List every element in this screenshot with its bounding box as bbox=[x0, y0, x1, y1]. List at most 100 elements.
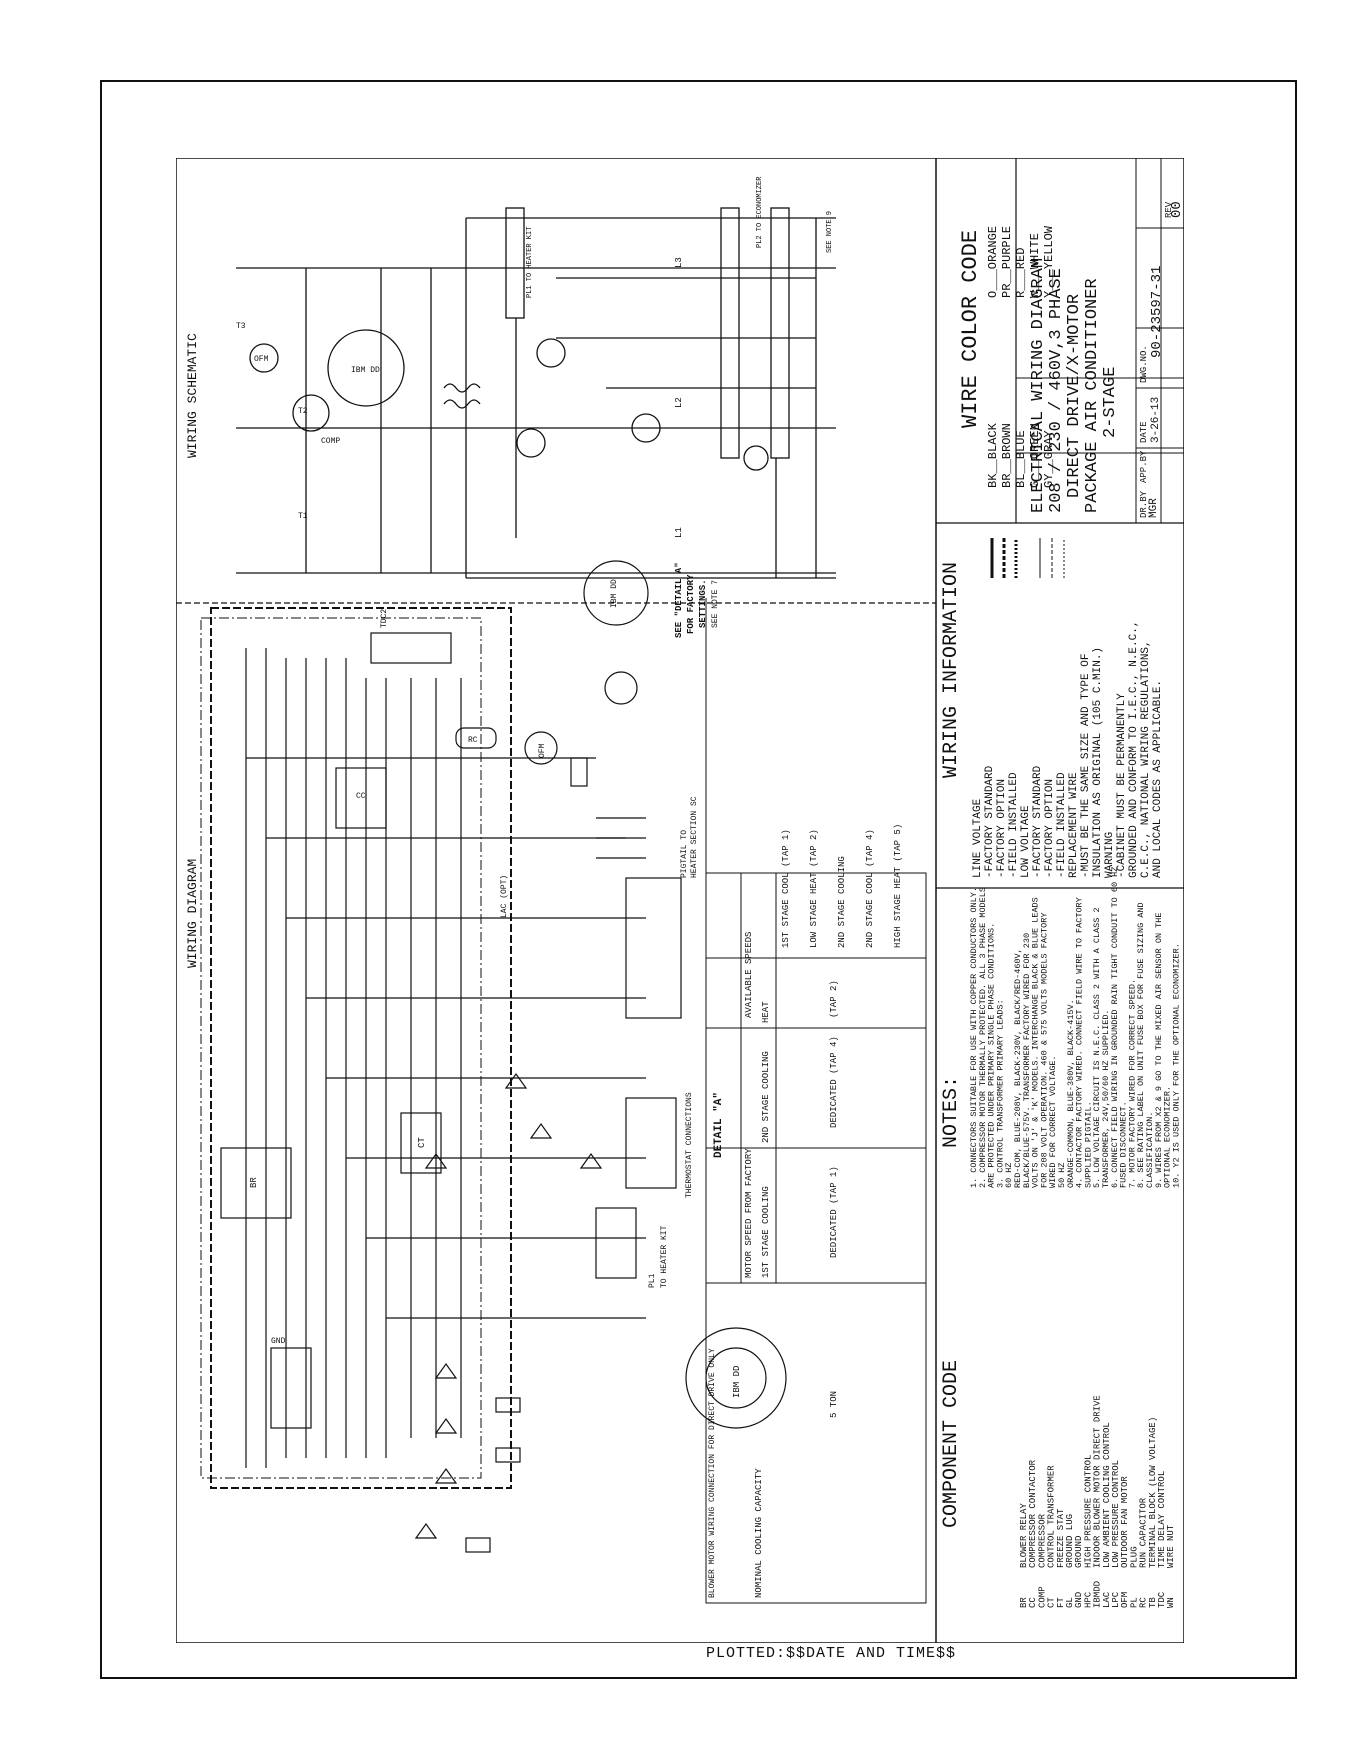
factory-label: FOR FACTORY bbox=[686, 574, 696, 634]
to-heater-label: TO HEATER KIT bbox=[660, 1225, 669, 1288]
detail-speed-3: 2ND STAGE COOLING bbox=[837, 856, 847, 948]
rev-label: REV bbox=[1164, 201, 1174, 218]
see-note7-label: SEE NOTE 7 bbox=[711, 580, 720, 628]
wi-low-2: -FACTORY OPTION bbox=[1044, 779, 1056, 878]
component-desc: INDOOR BLOWER MOTOR DIRECT DRIVE bbox=[1093, 1395, 1103, 1568]
wi-low-1: -FACTORY STANDARD bbox=[1032, 765, 1044, 878]
note-line: ARE PROTECTED UNDER PRIMARY SINGLE PHASE… bbox=[987, 923, 997, 1188]
note-line: 3. CONTROL TRANSFORMER PRIMARY LEADS: bbox=[995, 999, 1005, 1188]
note-line: CLASSIFICATION. bbox=[1145, 1111, 1155, 1188]
component-abbr: GL bbox=[1065, 1597, 1075, 1608]
schematic-heading: WIRING SCHEMATIC bbox=[185, 333, 200, 458]
note-line: 5. LOW VOLTAGE CIRCUIT IS N.E.C. CLASS 2… bbox=[1092, 907, 1102, 1188]
title-line-4: PACKAGE AIR CONDITIONER bbox=[1083, 278, 1102, 513]
wi-low-voltage: LOW VOLTAGE bbox=[1020, 805, 1032, 878]
note-line: VOLTS ON 'J' & 'K' MODELS. INTERCHANGE B… bbox=[1031, 897, 1041, 1188]
plotted-stamp: PLOTTED:$$DATE AND TIME$$ bbox=[706, 1645, 957, 1662]
detail-a-text: DETAIL "A" NOMINAL COOLING CAPACITY MOTO… bbox=[708, 824, 903, 1598]
diagram-heading: WIRING DIAGRAM bbox=[185, 859, 200, 968]
wire-color-w: W___WHITE bbox=[1028, 233, 1042, 298]
detail-speed-2: LOW STAGE HEAT (TAP 2) bbox=[809, 829, 819, 948]
component-abbr: WN bbox=[1166, 1597, 1176, 1608]
component-desc: OUTDOOR FAN MOTOR bbox=[1120, 1476, 1130, 1568]
component-abbr: CC bbox=[1028, 1597, 1038, 1608]
wi-low-3: -FIELD INSTALLED bbox=[1056, 772, 1068, 878]
wire-color-gy: GY__GRAY bbox=[1042, 430, 1056, 488]
component-desc: CONTROL TRANSFORMER bbox=[1047, 1465, 1057, 1568]
thermostat-label: THERMOSTAT CONNECTIONS bbox=[685, 1092, 694, 1198]
detail-speed-1: 1ST STAGE COOL (TAP 1) bbox=[781, 829, 791, 948]
note-line: 4. CONTACTOR FACTORY WIRED. CONNECT FIEL… bbox=[1075, 897, 1085, 1188]
detail-sub-2nd: 2ND STAGE COOLING bbox=[761, 1051, 771, 1143]
detail-speed-5: HIGH STAGE HEAT (TAP 5) bbox=[893, 824, 903, 948]
note-line: 10. Y2 IS USED ONLY FOR THE OPTIONAL ECO… bbox=[1171, 943, 1181, 1188]
note-line: 2. COMPRESSOR MOTOR THERMALLY PROTECTED.… bbox=[978, 887, 988, 1188]
component-abbr: BR bbox=[1019, 1597, 1029, 1608]
ct-label: CT bbox=[417, 1137, 427, 1148]
cc-label: CC bbox=[356, 792, 366, 801]
ibm-label-detail: IBM DD bbox=[732, 1366, 742, 1398]
title-line-1: ELECTRICAL WIRING DIAGRAM bbox=[1029, 258, 1048, 513]
detail-cell-heat: (TAP 2) bbox=[829, 980, 839, 1018]
wi-warning-1: -CABINET MUST BE PERMANENTLY bbox=[1116, 693, 1128, 878]
t3-label: T3 bbox=[236, 322, 246, 331]
detail-sub-1st: 1ST STAGE COOLING bbox=[761, 1186, 771, 1278]
note-line: 60 HZ bbox=[1004, 1162, 1014, 1188]
component-abbr: COMP bbox=[1037, 1586, 1047, 1608]
component-abbr: TB bbox=[1148, 1597, 1158, 1608]
wire-color-o: O___ORANGE bbox=[986, 226, 1000, 298]
t1-label: T1 bbox=[298, 512, 308, 521]
diagram-labels: SEE "DETAIL A" FOR FACTORY SETTINGS. SEE… bbox=[236, 176, 834, 1398]
component-abbr: FT bbox=[1056, 1597, 1066, 1608]
wire-color-br: BR__BROWN bbox=[1000, 423, 1014, 488]
detail-title: DETAIL "A" bbox=[713, 1092, 725, 1158]
component-desc: TIME DELAY CONTROL bbox=[1157, 1471, 1167, 1568]
wire-color-y: Y___YELLOW bbox=[1042, 225, 1056, 298]
wi-line-voltage: LINE VOLTAGE bbox=[972, 798, 984, 878]
wire-color-heading: WIRE COLOR CODE bbox=[958, 230, 983, 428]
wire-color-bl: BL__BLUE bbox=[1014, 430, 1028, 488]
wi-replacement-1: -MUST BE THE SAME SIZE AND TYPE OF bbox=[1080, 654, 1092, 878]
blower-wiring-title: BLOWER MOTOR WIRING CONNECTION FOR DIREC… bbox=[708, 1348, 717, 1598]
wi-warning-2: GROUNDED AND CONFORM TO I.E.C., N.E.C., bbox=[1128, 621, 1140, 878]
wire-color-pr: PR__PURPLE bbox=[1000, 226, 1014, 298]
date-label: DATE bbox=[1139, 421, 1149, 443]
app-by-label: APP.BY bbox=[1139, 450, 1149, 483]
wi-warning-3: C.E.C., NATIONAL WIRING REGULATIONS, bbox=[1140, 640, 1152, 878]
notes-heading: NOTES: bbox=[940, 1076, 963, 1148]
title-block-meta: DR.BY MGR APP.BY DATE 3-26-13 DWG.NO. 90… bbox=[1139, 201, 1184, 518]
l2-label: L2 bbox=[674, 397, 684, 408]
component-code-heading: COMPONENT CODE bbox=[940, 1360, 963, 1528]
component-desc: RUN CAPACITOR bbox=[1139, 1497, 1149, 1568]
wire-color-bk: BK__BLACK bbox=[986, 422, 1000, 488]
component-abbr: RC bbox=[1139, 1597, 1149, 1608]
drawing-frame bbox=[100, 80, 1297, 1679]
component-desc: GROUND bbox=[1074, 1536, 1084, 1568]
title-line-5: 2-STAGE bbox=[1101, 367, 1120, 438]
component-abbr: LPC bbox=[1111, 1591, 1121, 1608]
notes-list: 1. CONNECTORS SUITABLE FOR USE WITH COPP… bbox=[969, 867, 1181, 1188]
ofm-label: OFM bbox=[254, 355, 269, 364]
detail-header-capacity: NOMINAL COOLING CAPACITY bbox=[754, 1468, 764, 1598]
note-line: 9. WIRES FROM X2 & 9 GO TO THE MIXED AIR… bbox=[1154, 913, 1164, 1188]
note-line: 50 HZ bbox=[1057, 1162, 1067, 1188]
note-line: 8. SEE RATING LABEL ON UNIT FUSE BOX FOR… bbox=[1136, 902, 1146, 1188]
line-legend bbox=[990, 538, 1065, 578]
schematic-drawing bbox=[236, 207, 836, 579]
note-line: ORANGE-COMMON, BLUE-380V, BLACK-415V. bbox=[1066, 999, 1076, 1188]
see-note9-label: SEE NOTE 9 bbox=[826, 211, 834, 253]
wi-line-1: -FACTORY STANDARD bbox=[984, 765, 996, 878]
component-desc: HIGH PRESSURE CONTROL bbox=[1083, 1455, 1093, 1568]
detail-header-speed: MOTOR SPEED FROM FACTORY bbox=[744, 1148, 754, 1278]
component-desc: COMPRESSOR bbox=[1037, 1513, 1047, 1568]
rev-value: 00 bbox=[1169, 201, 1184, 218]
date-value: 3-26-13 bbox=[1150, 397, 1162, 443]
detail-cell-1st: DEDICATED (TAP 1) bbox=[829, 1166, 839, 1258]
component-abbr: GND bbox=[1074, 1592, 1084, 1608]
component-abbr: IBMDD bbox=[1093, 1581, 1103, 1608]
component-abbr: CT bbox=[1047, 1597, 1057, 1608]
note-line: OPTIONAL ECONOMIZER. bbox=[1163, 1086, 1173, 1188]
component-desc: TERMINAL BLOCK (LOW VOLTAGE) bbox=[1148, 1417, 1158, 1568]
heater-sc-label: HEATER SECTION SC bbox=[690, 796, 699, 878]
